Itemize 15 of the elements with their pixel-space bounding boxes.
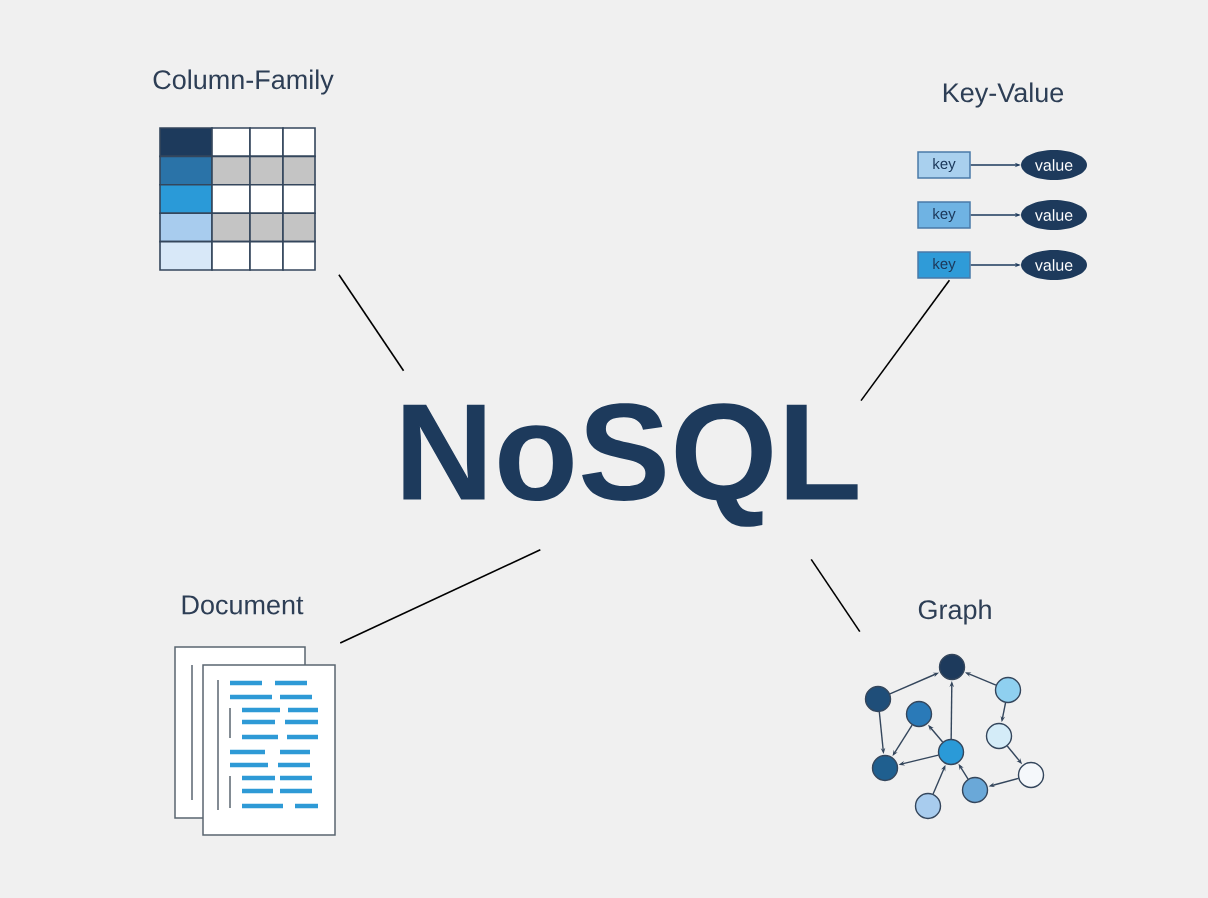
heading: Key-Value [943,82,1064,108]
heading: Document [182,595,304,615]
connector-line [339,549,542,644]
key-box: key [917,151,971,179]
connector-line [338,273,405,372]
heading: Graph [918,599,991,625]
value-oval: value [1021,200,1087,230]
key-box: key [917,201,971,229]
value-oval: value [1021,250,1087,280]
title: NoSQL [403,403,858,527]
connector-line [810,558,861,633]
value-oval: value [1021,150,1087,180]
connector-line [860,279,951,402]
key-box: key [917,251,971,279]
heading: Column-Family [153,69,334,95]
